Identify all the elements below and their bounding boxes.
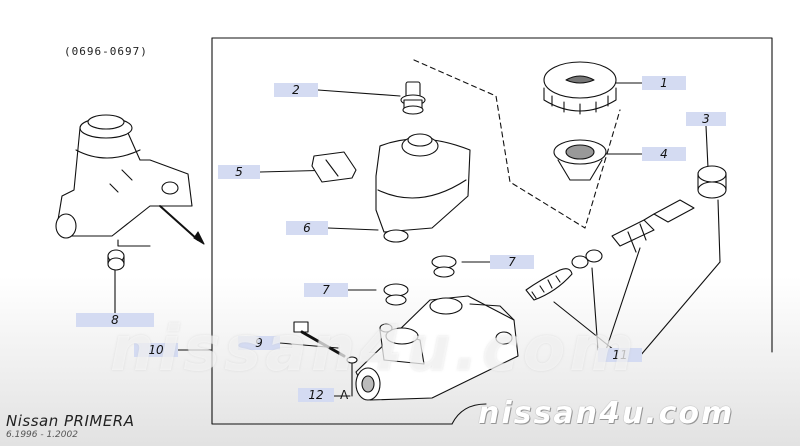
reservoir-strainer [553,139,607,181]
callout-c11: 11 [598,348,642,362]
reservoir-cap [543,61,617,115]
callout-c5: 5 [218,165,260,179]
seal-ring [697,165,727,199]
reservoir-tank [375,133,471,243]
reservoir-dashed-guide [413,59,621,229]
leader-lines [114,82,721,397]
reservoir-clip [311,151,357,183]
callout-c9: 9 [238,336,280,350]
callout-c2: 2 [274,83,318,97]
view-letter-a: A [340,388,349,402]
piston-set [525,199,695,301]
assembly-frame [211,37,773,353]
reservoir-grommet [383,283,409,306]
callout-c6: 6 [286,221,328,235]
bleeder-screw [293,321,358,364]
vehicle-model: Nissan PRIMERA [6,412,135,430]
reservoir-float-switch [400,81,426,115]
master-cylinder-body [355,295,519,401]
production-code: (0696-0697) [64,45,148,58]
callout-c4: 4 [642,147,686,161]
production-years: 6.1996 - 1.2002 [6,430,78,440]
callout-c12: 12 [298,388,334,402]
callout-c8: 8 [76,313,154,327]
reservoir-grommet [431,255,457,278]
callout-c7b: 7 [304,283,348,297]
callout-c7a: 7 [490,255,534,269]
inset-master-cylinder [55,114,205,271]
watermark-center: nissan4u.com [110,312,638,385]
callout-c3: 3 [686,112,726,126]
callout-c10: 10 [134,343,178,357]
callout-c1: 1 [642,76,686,90]
watermark-corner: nissan4u.com [478,396,735,431]
